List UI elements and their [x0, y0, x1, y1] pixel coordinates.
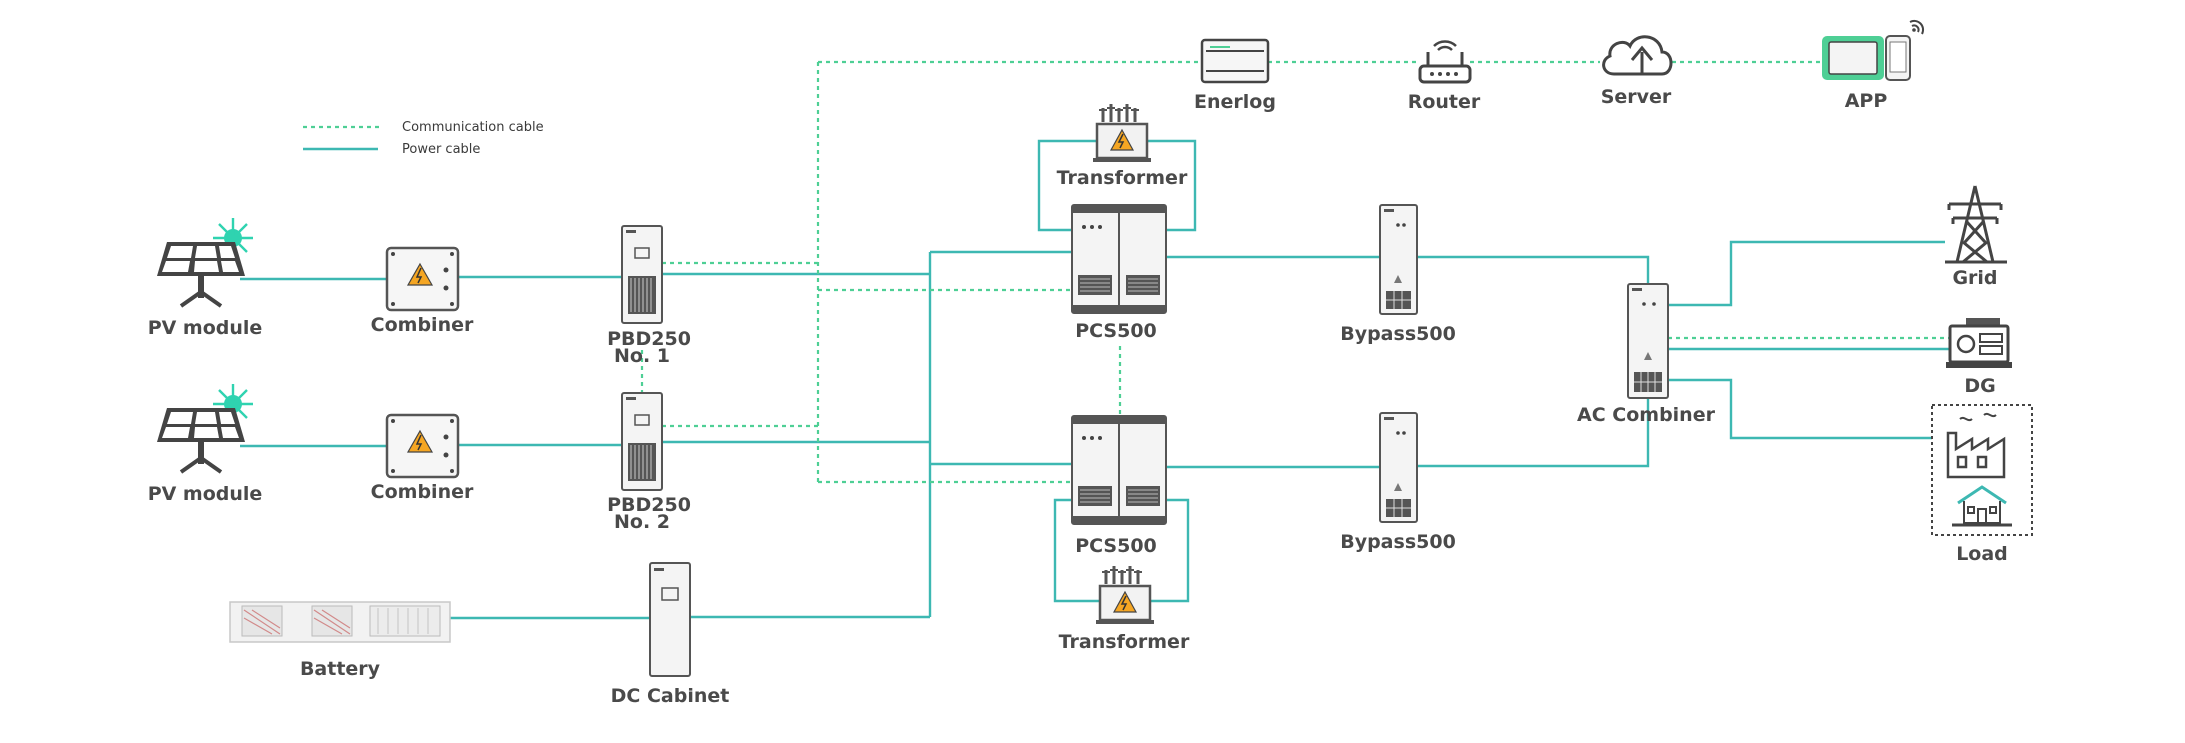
- transformer-bottom: Transformer: [1059, 566, 1190, 653]
- server: Server: [1601, 35, 1673, 108]
- phone-icon: [1885, 35, 1911, 81]
- router-label: Router: [1408, 91, 1481, 113]
- battery-label: Battery: [300, 658, 381, 680]
- power-transformer-top-left: [1037, 139, 1100, 232]
- cloud-upload-icon: [1602, 35, 1673, 76]
- router: Router: [1408, 40, 1481, 113]
- pbd250-no1: PBD250 No. 1: [607, 225, 691, 367]
- pv-module-2-label: PV module: [148, 483, 263, 505]
- bypass-cabinet: [1379, 412, 1418, 523]
- grid-label: Grid: [1952, 267, 1997, 289]
- combiner-2: Combiner: [371, 413, 474, 503]
- combiner-1-label: Combiner: [371, 314, 474, 336]
- router-icon: [1418, 40, 1472, 84]
- combiner-2-label: Combiner: [371, 481, 474, 503]
- transformer-bottom-label: Transformer: [1059, 631, 1190, 653]
- house-icon: [1952, 485, 2012, 527]
- pbd250-no2-label-2: No. 2: [614, 511, 670, 533]
- bypass500-bottom-label: Bypass500: [1340, 531, 1456, 553]
- dg: DG: [1946, 318, 2012, 397]
- communication-cables: [640, 60, 1950, 484]
- tablet-icon: [1822, 36, 1884, 80]
- wifi-icon: [1909, 20, 1924, 35]
- dc-cabinet-label: DC Cabinet: [611, 685, 730, 707]
- hazard-icon: [406, 262, 434, 286]
- power-accombiner-grid: [1668, 240, 1945, 307]
- solar-panel-icon: [157, 408, 245, 474]
- dc-cabinet-body: [649, 562, 691, 677]
- pbd250-no2-label-1: PBD250: [607, 494, 691, 516]
- power-bypass-bottom-accombiner: [1417, 398, 1650, 468]
- transformer-icon: [1096, 566, 1154, 624]
- load-label: Load: [1956, 543, 2008, 565]
- pcs500-top: PCS500: [1071, 204, 1167, 342]
- power-transformer-top-right: [1146, 139, 1197, 232]
- dg-label: DG: [1964, 375, 1995, 397]
- power-bypass-top-accombiner: [1417, 255, 1650, 284]
- transformer-top: Transformer: [1057, 104, 1188, 189]
- legend-power-label: Power cable: [402, 142, 480, 157]
- bypass-cabinet: [1379, 204, 1418, 315]
- pcs500-top-label: PCS500: [1075, 320, 1157, 342]
- power-transformer-bottom-right: [1148, 498, 1190, 603]
- dc-cabinet: DC Cabinet: [611, 562, 730, 707]
- enerlog-label: Enerlog: [1194, 91, 1276, 113]
- ac-combiner-label: AC Combiner: [1577, 404, 1716, 426]
- load: Load: [1931, 404, 2033, 565]
- pbd250-no1-label-1: PBD250: [607, 328, 691, 350]
- hazard-icon: [406, 429, 434, 453]
- pcs500-bottom: PCS500: [1071, 415, 1167, 557]
- grid: Grid: [1945, 185, 2007, 289]
- bypass500-top: Bypass500: [1340, 204, 1456, 345]
- pbd250-no2: PBD250 No. 2: [607, 392, 691, 533]
- transformer-top-label: Transformer: [1057, 167, 1188, 189]
- generator-icon: [1946, 318, 2012, 368]
- ac-combiner: AC Combiner: [1577, 283, 1716, 426]
- combiner-1: Combiner: [371, 246, 474, 336]
- legend-communication-label: Communication cable: [402, 120, 544, 135]
- enerlog: Enerlog: [1194, 38, 1276, 113]
- pbd250-no1-label-2: No. 1: [614, 345, 670, 367]
- power-cables: [240, 139, 1950, 620]
- app: APP: [1822, 20, 1924, 112]
- pv-module-2: PV module: [148, 384, 263, 505]
- ac-combiner-cabinet: [1627, 283, 1669, 399]
- battery: Battery: [229, 601, 451, 680]
- power-accombiner-load: [1668, 378, 1932, 440]
- load-boundary: [1931, 404, 2033, 536]
- server-label: Server: [1601, 86, 1672, 108]
- legend: Communication cable Power cable: [303, 120, 544, 157]
- transformer-icon: [1093, 104, 1151, 162]
- pv-module-1: PV module: [148, 218, 263, 339]
- pv-module-1-label: PV module: [148, 317, 263, 339]
- power-tower-icon: [1945, 185, 2007, 264]
- solar-panel-icon: [157, 242, 245, 308]
- bypass500-bottom: Bypass500: [1340, 412, 1456, 553]
- app-label: APP: [1845, 90, 1888, 112]
- pcs500-bottom-label: PCS500: [1075, 535, 1157, 557]
- bypass500-top-label: Bypass500: [1340, 323, 1456, 345]
- factory-icon: [1946, 431, 2006, 479]
